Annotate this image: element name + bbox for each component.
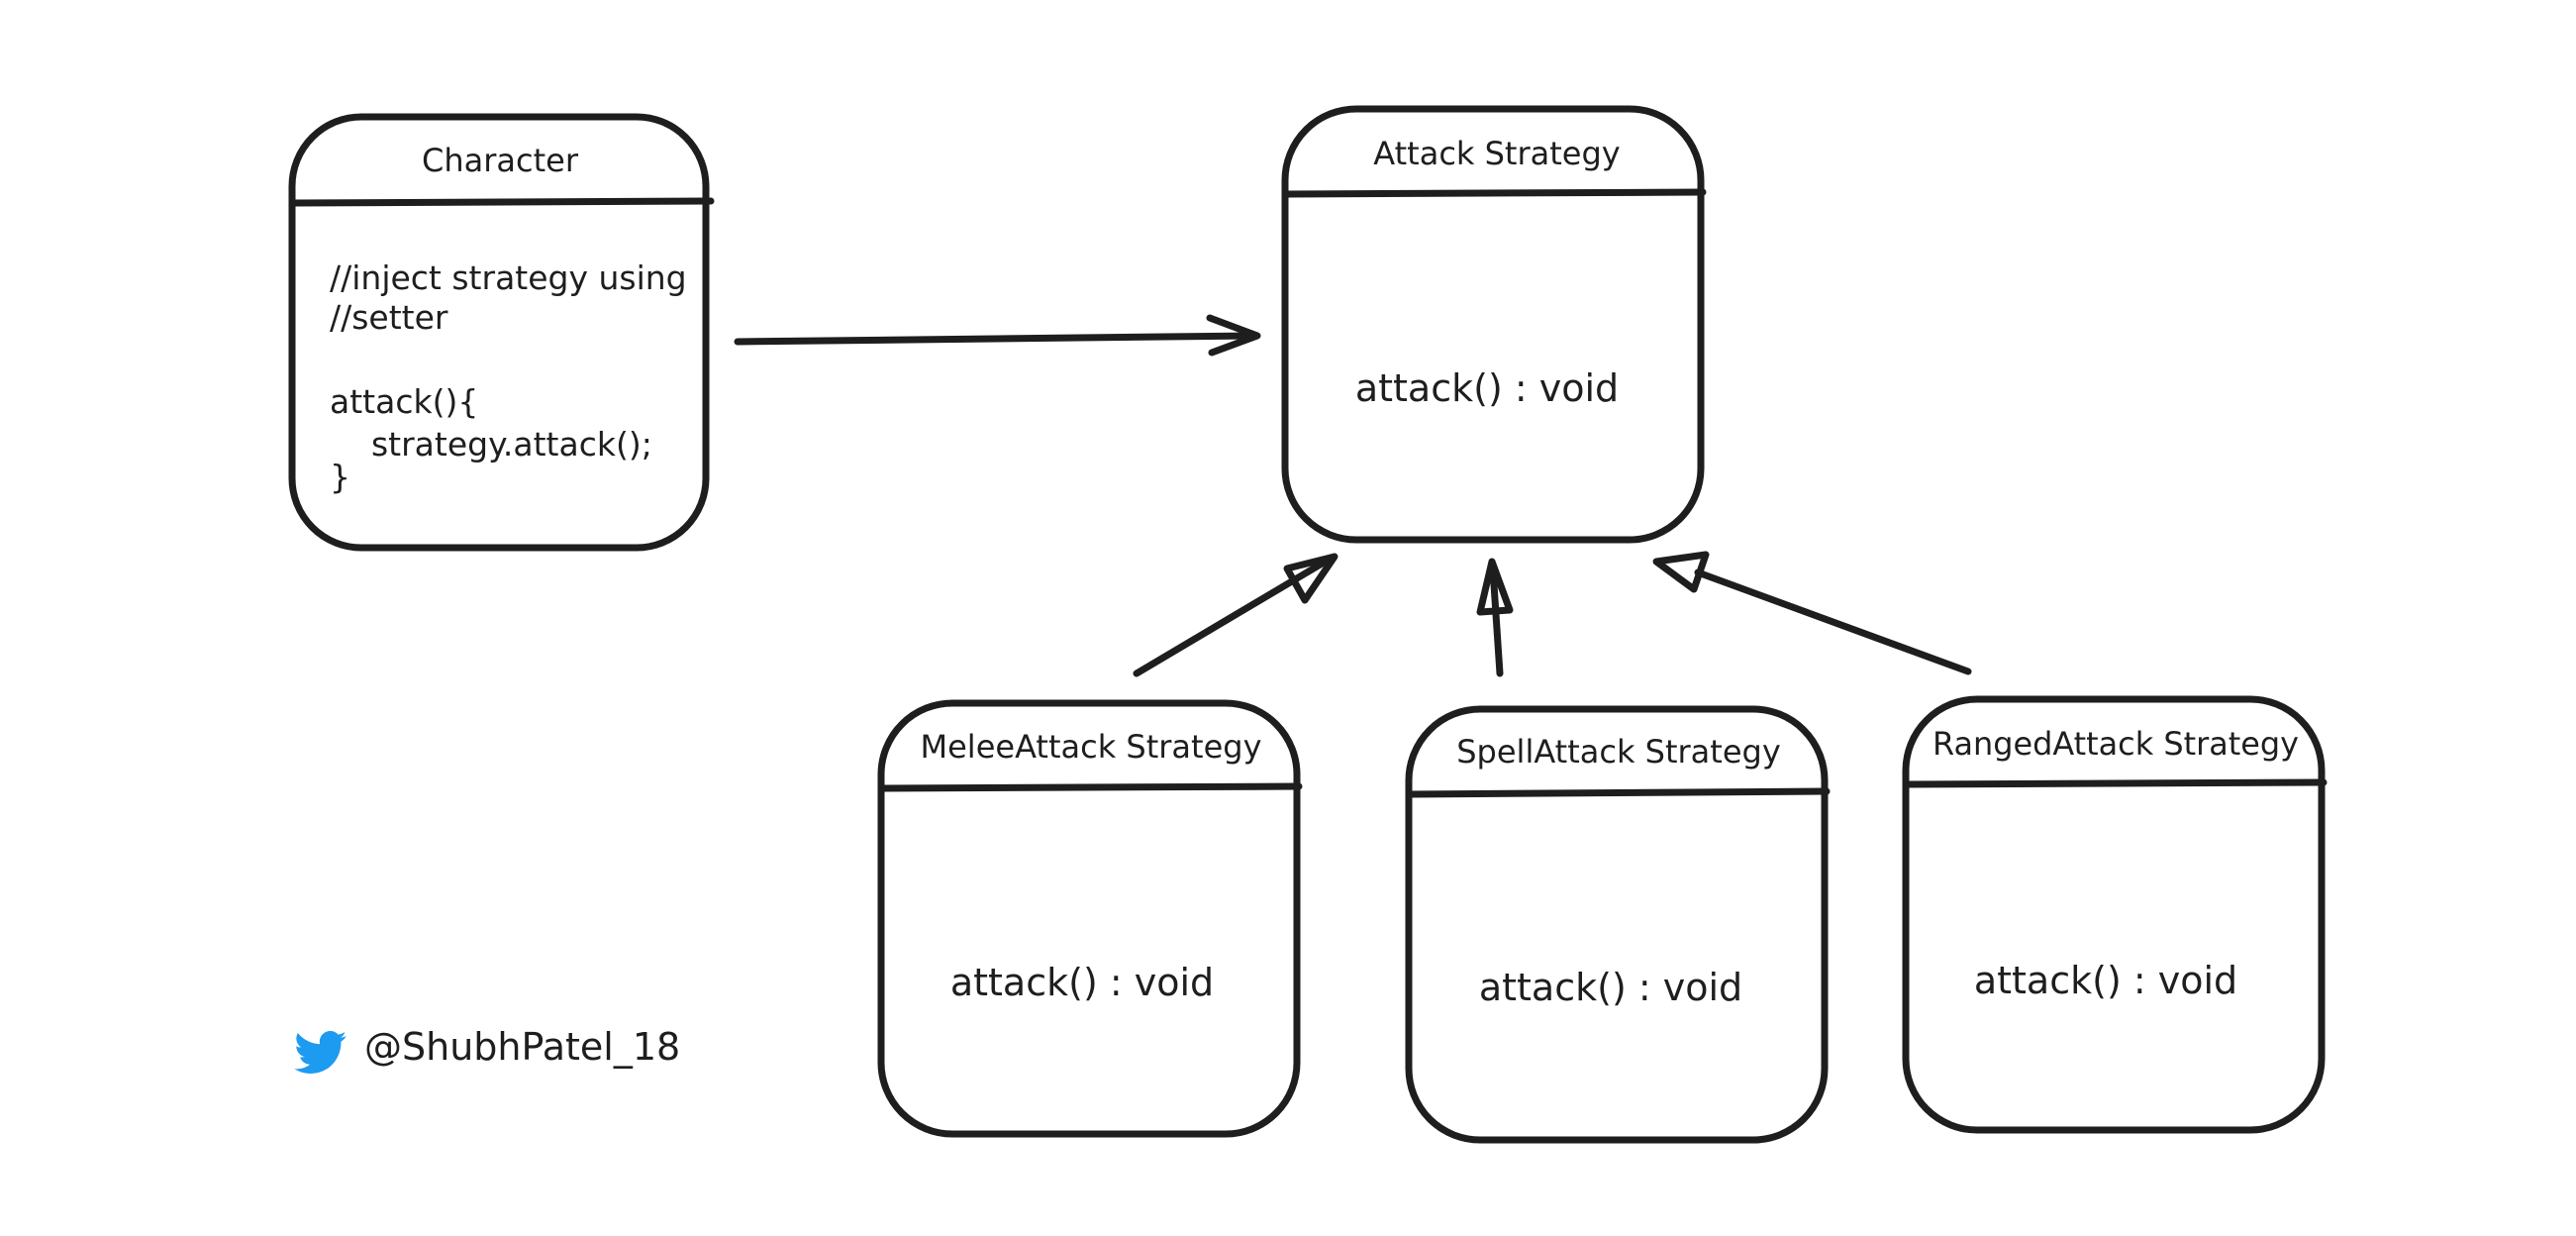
melee-attack-strategy-box: MeleeAttack Strategy attack() : void (877, 699, 1303, 1138)
character-code-line-6: } (330, 458, 350, 496)
ranged-method: attack() : void (1974, 959, 2237, 1002)
melee-realization-arrow (1133, 553, 1338, 677)
melee-title: MeleeAttack Strategy (921, 728, 1262, 766)
attack-strategy-method: attack() : void (1355, 366, 1619, 410)
twitter-handle: @ShubhPatel_18 (364, 1025, 680, 1069)
spell-attack-strategy-box: SpellAttack Strategy attack() : void (1405, 705, 1831, 1144)
spell-method: attack() : void (1479, 966, 1742, 1009)
spell-title: SpellAttack Strategy (1456, 733, 1781, 771)
attack-strategy-box-divider (1281, 188, 1707, 198)
ranged-box-divider (1902, 778, 2328, 788)
spell-box-divider (1405, 787, 1831, 798)
association-arrow (734, 314, 1261, 357)
melee-arrow-head (1283, 553, 1338, 604)
ranged-box-outline (1902, 695, 2326, 1134)
character-code-line-4: attack(){ (330, 382, 478, 421)
character-code-line-1: //inject strategy using (330, 258, 687, 297)
character-class-box: Character //inject strategy using //sett… (288, 113, 715, 552)
association-arrow-line (734, 332, 1259, 346)
character-box-divider (288, 197, 715, 207)
spell-arrow-head (1476, 558, 1514, 616)
ranged-title: RangedAttack Strategy (1932, 725, 2299, 763)
ranged-arrow-line (1694, 568, 1972, 675)
association-arrow-head (1206, 314, 1261, 357)
melee-method: attack() : void (950, 961, 1214, 1004)
attack-strategy-box-outline (1281, 105, 1705, 544)
melee-box-divider (877, 782, 1303, 792)
melee-box-outline (877, 699, 1301, 1138)
character-code-line-2: //setter (330, 298, 448, 337)
melee-arrow-line (1133, 556, 1333, 677)
twitter-bird-icon (294, 1031, 347, 1074)
attack-strategy-title: Attack Strategy (1373, 135, 1620, 172)
attack-strategy-interface-box: Attack Strategy attack() : void (1281, 105, 1707, 544)
ranged-realization-arrow (1652, 551, 1972, 675)
spell-box-outline (1405, 705, 1829, 1144)
character-title: Character (422, 142, 579, 179)
character-box-outline (288, 113, 710, 552)
ranged-attack-strategy-box: RangedAttack Strategy attack() : void (1902, 695, 2328, 1134)
spell-arrow-line (1489, 566, 1504, 677)
character-code-line-5: strategy.attack(); (330, 425, 652, 464)
author-credit: @ShubhPatel_18 (294, 1025, 680, 1074)
spell-realization-arrow (1476, 558, 1514, 677)
ranged-arrow-head (1652, 551, 1710, 593)
